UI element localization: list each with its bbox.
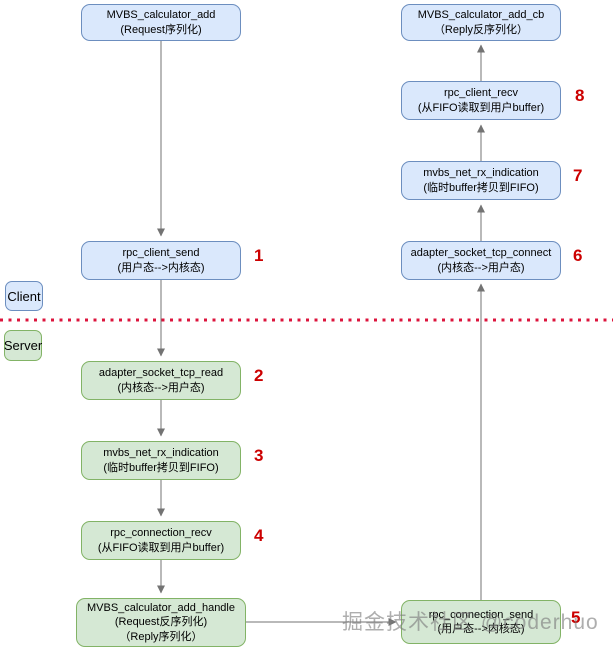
step-number-1: 1 — [254, 246, 264, 265]
step-number-5: 5 — [571, 608, 581, 627]
node-title: adapter_socket_tcp_read — [98, 367, 224, 380]
node-title: mvbs_net_rx_indication — [103, 447, 219, 460]
node-subtitle2: （Reply序列化） — [119, 630, 203, 643]
node-title: MVBS_calculator_add_cb — [417, 9, 545, 22]
node-subtitle: (临时buffer拷贝到FIFO) — [103, 461, 219, 474]
node-subtitle: (用户态-->内核态) — [117, 261, 205, 274]
node-subtitle: （Reply反序列化） — [433, 23, 529, 36]
step-number-8: 8 — [575, 86, 585, 105]
lane-label-server: Server — [4, 330, 42, 361]
node-mvbs-net-rx-indication-server: mvbs_net_rx_indication (临时buffer拷贝到FIFO) — [81, 441, 241, 480]
node-rpc-connection-recv: rpc_connection_recv (从FIFO读取到用户buffer) — [81, 521, 241, 560]
node-title: MVBS_calculator_add_handle — [87, 602, 235, 615]
node-subtitle: (内核态-->用户态) — [437, 261, 525, 274]
node-title: MVBS_calculator_add — [106, 9, 216, 22]
node-title: adapter_socket_tcp_connect — [410, 247, 552, 260]
step-number-4: 4 — [254, 526, 264, 545]
node-rpc-client-recv: rpc_client_recv (从FIFO读取到用户buffer) — [401, 81, 561, 120]
node-title: rpc_client_recv — [444, 87, 518, 100]
lane-label-client: Client — [5, 281, 43, 311]
node-subtitle: (Request序列化) — [120, 23, 202, 36]
node-adapter-socket-tcp-connect: adapter_socket_tcp_connect (内核态-->用户态) — [401, 241, 561, 280]
node-mvbs-calculator-add-handle: MVBS_calculator_add_handle (Request反序列化)… — [76, 598, 246, 647]
step-number-6: 6 — [573, 246, 583, 265]
node-rpc-client-send: rpc_client_send (用户态-->内核态) — [81, 241, 241, 280]
node-title: mvbs_net_rx_indication — [423, 167, 539, 180]
node-subtitle: (从FIFO读取到用户buffer) — [97, 541, 225, 554]
node-subtitle: (用户态-->内核态) — [437, 623, 525, 635]
node-subtitle: (内核态-->用户态) — [117, 381, 205, 394]
node-title: rpc_client_send — [122, 247, 200, 260]
step-number-7: 7 — [573, 166, 583, 185]
node-mvbs-net-rx-indication-client: mvbs_net_rx_indication (临时buffer拷贝到FIFO) — [401, 161, 561, 200]
step-number-3: 3 — [254, 446, 264, 465]
step-number-2: 2 — [254, 366, 264, 385]
node-subtitle: (从FIFO读取到用户buffer) — [417, 101, 545, 114]
node-mvbs-calculator-add-cb: MVBS_calculator_add_cb （Reply反序列化） — [401, 4, 561, 41]
node-subtitle: (临时buffer拷贝到FIFO) — [423, 181, 539, 194]
node-rpc-connection-send: rpc_connection_send (用户态-->内核态) — [401, 600, 561, 644]
node-subtitle: (Request反序列化) — [114, 616, 208, 629]
node-mvbs-calculator-add: MVBS_calculator_add (Request序列化) — [81, 4, 241, 41]
watermark-text: 掘金技术社区 @coderhuo — [342, 611, 599, 634]
node-adapter-socket-tcp-read: adapter_socket_tcp_read (内核态-->用户态) — [81, 361, 241, 400]
node-title: rpc_connection_recv — [110, 527, 212, 540]
node-title: rpc_connection_send — [428, 608, 534, 621]
